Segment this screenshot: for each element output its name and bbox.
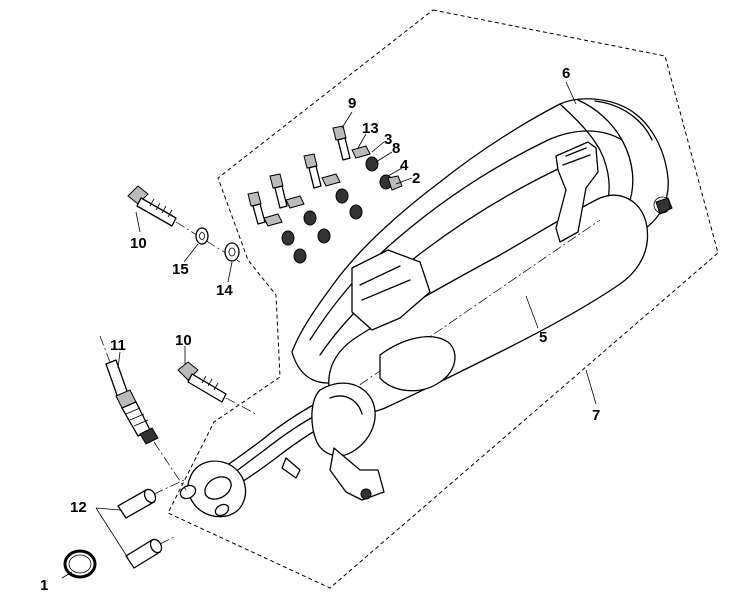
muffler-assembly bbox=[179, 98, 673, 518]
callout-2: 2 bbox=[412, 170, 420, 187]
callout-1: 1 bbox=[40, 577, 48, 594]
callout-12: 12 bbox=[70, 499, 87, 516]
stud-12-upper bbox=[117, 479, 185, 519]
mounting-hardware-cluster bbox=[247, 125, 403, 264]
callout-11: 11 bbox=[110, 337, 126, 354]
exhaust-flange bbox=[179, 460, 247, 518]
callout-3: 3 bbox=[384, 131, 392, 148]
leader-lines bbox=[61, 81, 597, 579]
oxygen-sensor-11 bbox=[99, 335, 187, 491]
washer-15 bbox=[195, 227, 209, 245]
callout-15: 15 bbox=[172, 261, 189, 278]
assembly-boundary bbox=[167, 9, 719, 589]
callout-7: 7 bbox=[592, 407, 600, 424]
callout-10-lower: 10 bbox=[175, 332, 192, 349]
callout-6: 6 bbox=[562, 65, 570, 82]
callout-9: 9 bbox=[348, 95, 356, 112]
callout-8: 8 bbox=[392, 140, 400, 157]
callout-13: 13 bbox=[362, 120, 379, 137]
gasket-1 bbox=[63, 549, 97, 579]
washer-14 bbox=[224, 242, 240, 262]
bolt-10-lower bbox=[177, 361, 257, 415]
callout-14: 14 bbox=[216, 282, 233, 299]
callout-10-upper: 10 bbox=[130, 235, 147, 252]
stud-12-lower bbox=[125, 535, 177, 569]
callout-5: 5 bbox=[539, 329, 547, 346]
callout-4: 4 bbox=[400, 157, 409, 174]
